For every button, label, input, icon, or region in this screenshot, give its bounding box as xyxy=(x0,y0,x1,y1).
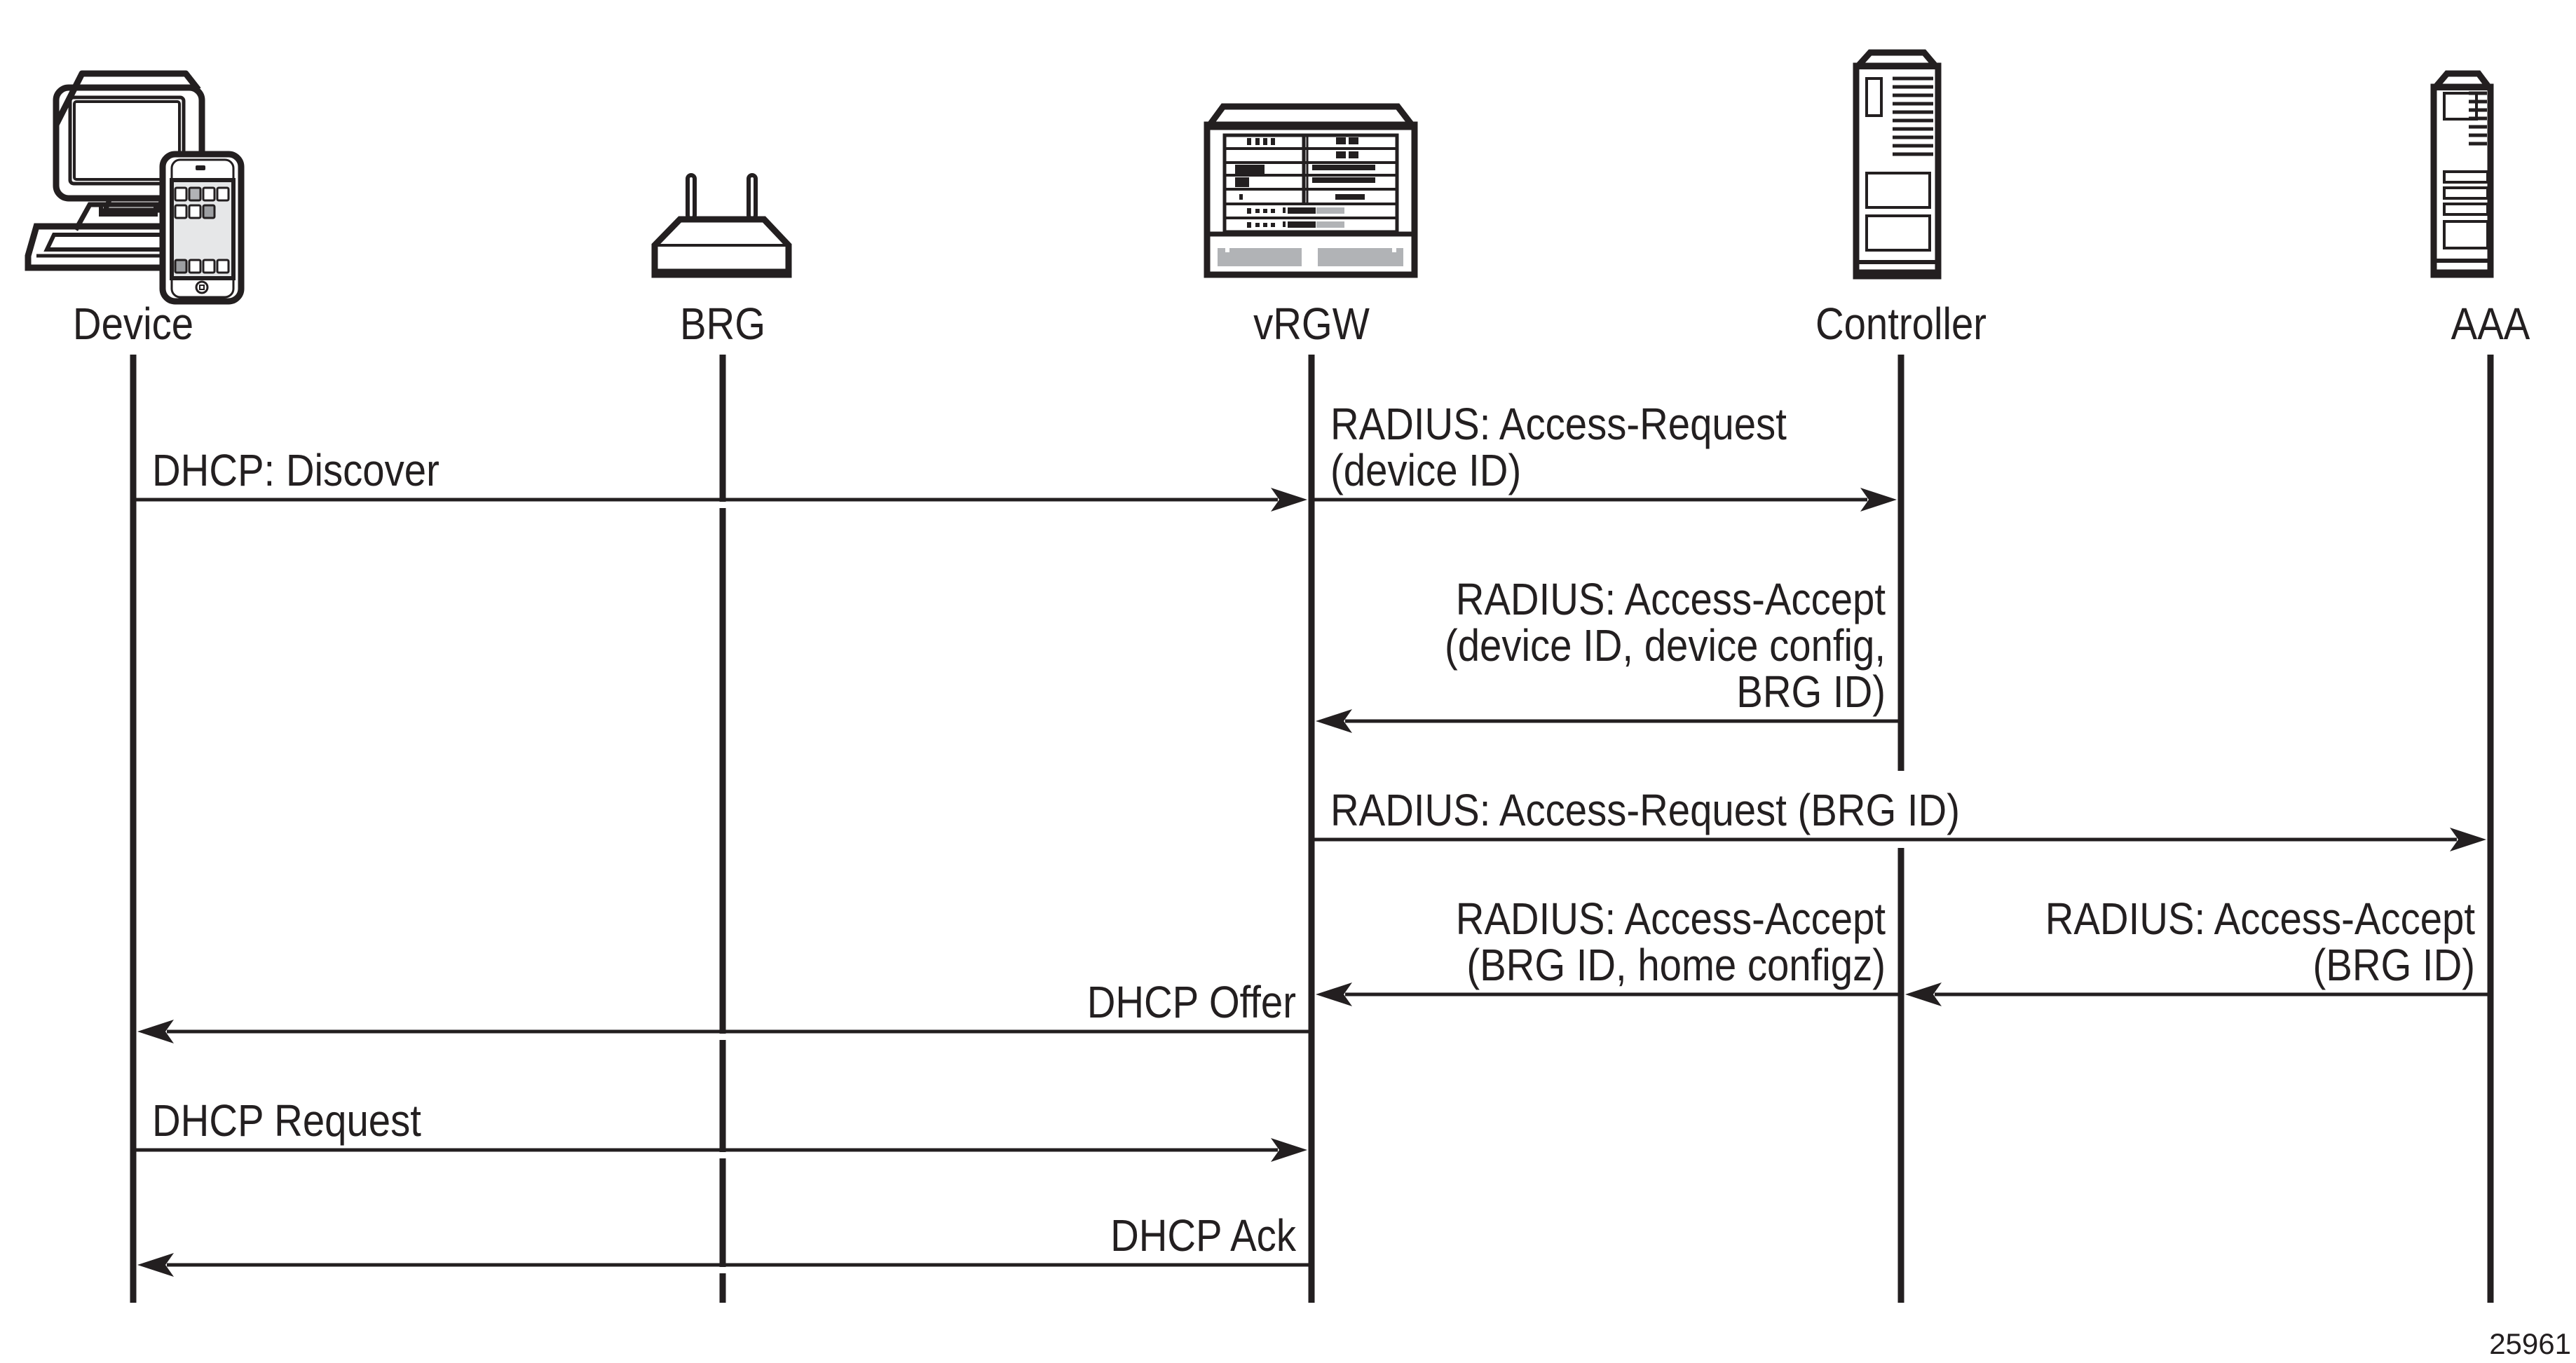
participant-label-device: Device xyxy=(73,299,193,349)
message-label: RADIUS: Access-Request xyxy=(1330,399,1787,449)
lifelines xyxy=(130,355,2494,1303)
arrowhead-icon xyxy=(137,1020,174,1043)
message-label: DHCP Request xyxy=(152,1095,421,1146)
message: DHCP Offer xyxy=(137,977,1309,1043)
message: RADIUS: Access-Request(device ID) xyxy=(1314,399,1897,512)
chassis-router-icon xyxy=(1204,103,1418,278)
message: DHCP: Discover xyxy=(136,445,1307,512)
aaa-server-icon xyxy=(2430,70,2494,278)
message-label: DHCP Offer xyxy=(1087,977,1296,1027)
tower-server-icon xyxy=(1853,49,1942,280)
message-label: DHCP Ack xyxy=(1110,1210,1297,1261)
router-icon xyxy=(651,173,792,278)
message-label: RADIUS: Access-Accept xyxy=(1456,893,1886,944)
message-label: (device ID) xyxy=(1330,445,1521,495)
message-label: (BRG ID) xyxy=(2313,940,2475,990)
arrowhead-icon xyxy=(1860,488,1897,512)
message: RADIUS: Access-Accept(device ID, device … xyxy=(1316,574,1898,733)
arrowhead-icon xyxy=(1271,1138,1307,1162)
message-label: (device ID, device config, xyxy=(1445,620,1886,671)
participant-labels: Device BRG vRGW Controller AAA xyxy=(73,299,2530,349)
arrowhead-icon xyxy=(137,1253,174,1277)
message: RADIUS: Access-Accept(BRG ID, home confi… xyxy=(1316,893,1898,1006)
arrowhead-icon xyxy=(1905,982,1942,1006)
message-label: RADIUS: Access-Accept xyxy=(2045,893,2476,944)
smartphone-icon xyxy=(159,151,245,305)
message: RADIUS: Access-Request (BRG ID) xyxy=(1314,785,2486,851)
message-label: BRG ID) xyxy=(1736,666,1886,717)
message-label: (BRG ID, home configz) xyxy=(1466,940,1886,990)
computer-and-smartphone-icon xyxy=(25,70,245,305)
participant-label-brg: BRG xyxy=(680,299,765,349)
arrowhead-icon xyxy=(1271,488,1307,512)
message-label: DHCP: Discover xyxy=(152,445,439,495)
message-label: RADIUS: Access-Accept xyxy=(1456,574,1886,624)
message: DHCP Ack xyxy=(137,1210,1309,1277)
figure-id: 25961 xyxy=(2489,1327,2571,1360)
message: DHCP Request xyxy=(136,1095,1307,1162)
message: RADIUS: Access-Accept(BRG ID) xyxy=(1905,893,2488,1006)
participant-label-vrgw: vRGW xyxy=(1253,299,1370,349)
arrowhead-icon xyxy=(1316,709,1352,733)
desktop-computer-icon xyxy=(25,70,205,271)
participant-label-aaa: AAA xyxy=(2451,299,2530,349)
participant-label-controller: Controller xyxy=(1815,299,1986,349)
arrowhead-icon xyxy=(2450,828,2486,851)
message-label: RADIUS: Access-Request (BRG ID) xyxy=(1330,785,1960,835)
arrowhead-icon xyxy=(1316,982,1352,1006)
